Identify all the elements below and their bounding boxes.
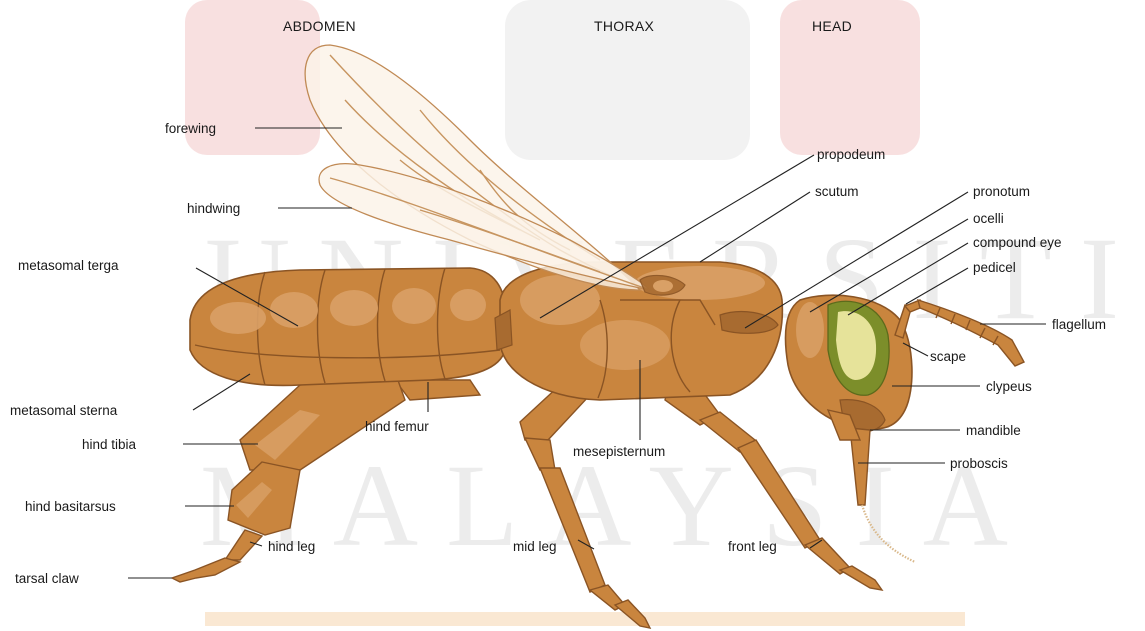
label-ocelli: ocelli — [973, 211, 1004, 226]
label-hind-leg: hind leg — [268, 539, 315, 554]
label-scutum: scutum — [815, 184, 859, 199]
section-thorax: THORAX — [594, 18, 654, 34]
label-flagellum: flagellum — [1052, 317, 1106, 332]
label-metasomal-terga: metasomal terga — [18, 258, 119, 273]
label-scape: scape — [930, 349, 966, 364]
section-head: HEAD — [812, 18, 852, 34]
abdomen-shape — [190, 268, 505, 385]
section-abdomen: ABDOMEN — [283, 18, 356, 34]
label-front-leg: front leg — [728, 539, 777, 554]
watermark-line-2: MALAYSIA — [200, 440, 1036, 571]
label-compound-eye: compound eye — [973, 235, 1062, 250]
label-pedicel: pedicel — [973, 260, 1016, 275]
petiole-shape — [495, 310, 512, 350]
watermark-orange-bar — [205, 612, 965, 626]
label-hindwing: hindwing — [187, 201, 240, 216]
label-clypeus: clypeus — [986, 379, 1032, 394]
label-forewing: forewing — [165, 121, 216, 136]
label-mandible: mandible — [966, 423, 1021, 438]
leader-metasomal-sterna — [193, 374, 250, 410]
label-mesepisternum: mesepisternum — [573, 444, 665, 459]
label-hind-femur: hind femur — [365, 419, 429, 434]
label-mid-leg: mid leg — [513, 539, 557, 554]
label-proboscis: proboscis — [950, 456, 1008, 471]
label-pronotum: pronotum — [973, 184, 1030, 199]
label-hind-basitarsus: hind basitarsus — [25, 499, 116, 514]
label-tarsal-claw: tarsal claw — [15, 571, 79, 586]
label-propodeum: propodeum — [817, 147, 885, 162]
label-metasomal-sterna: metasomal sterna — [10, 403, 118, 418]
label-hind-tibia: hind tibia — [82, 437, 137, 452]
